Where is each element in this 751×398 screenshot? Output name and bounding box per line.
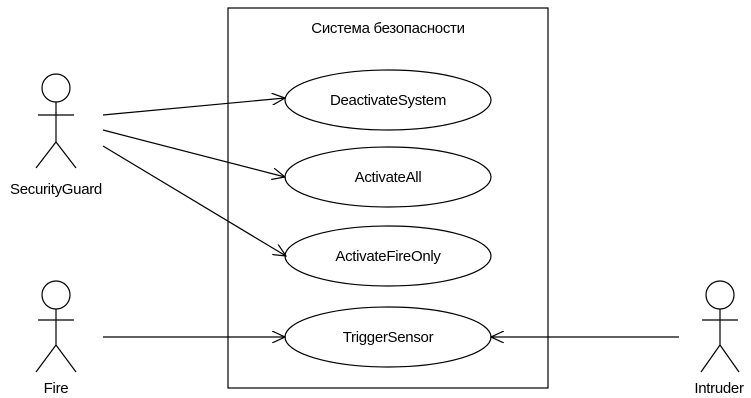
actor-label: SecurityGuard: [10, 181, 102, 198]
use-case-label: TriggerSensor: [343, 329, 434, 346]
stick-figure-icon: [35, 73, 77, 169]
association-guard-activate-all: [102, 129, 285, 177]
use-case-activate-all[interactable]: ActivateAll: [284, 146, 492, 208]
system-title: Система безопасности: [311, 20, 464, 37]
stick-figure-icon: [35, 280, 77, 373]
actor-label: Fire: [44, 380, 69, 397]
use-case-activate-fire-only[interactable]: ActivateFireOnly: [284, 225, 492, 287]
use-case-deactivate-system[interactable]: DeactivateSystem: [284, 69, 492, 131]
actor-intruder[interactable]: Intruder: [694, 280, 744, 397]
use-case-label: DeactivateSystem: [330, 92, 446, 109]
use-case-trigger-sensor[interactable]: TriggerSensor: [284, 306, 492, 368]
actor-label: Intruder: [694, 380, 744, 397]
actor-security-guard[interactable]: SecurityGuard: [10, 73, 102, 198]
actor-fire[interactable]: Fire: [35, 280, 77, 397]
use-case-label: ActivateAll: [355, 169, 422, 186]
stick-figure-icon: [700, 280, 740, 373]
association-guard-activate-fire-only: [102, 145, 286, 256]
use-case-label: ActivateFireOnly: [335, 248, 441, 265]
association-guard-deactivate-system: [102, 98, 285, 116]
